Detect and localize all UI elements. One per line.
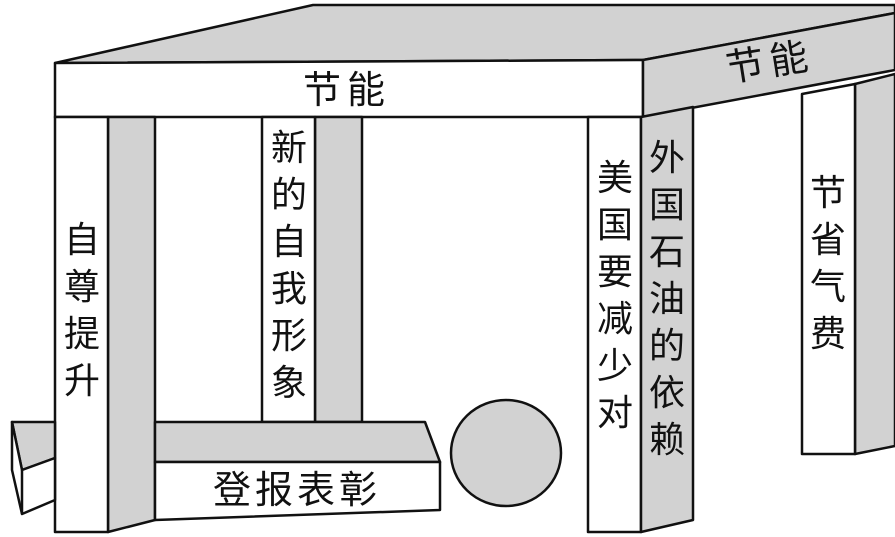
pillar-foreign-oil-side bbox=[639, 105, 695, 534]
ball-shape bbox=[449, 398, 563, 508]
base-block-label: 登报表彰 bbox=[213, 468, 381, 512]
base-block-top bbox=[153, 420, 442, 464]
pillar-save-gas-side bbox=[853, 72, 895, 456]
pillar-self-image-side bbox=[313, 115, 364, 424]
base-block-front bbox=[153, 460, 442, 522]
pillar-self-image: 新的自我形象 bbox=[260, 115, 364, 424]
pillar-us-reduce: 美国要减少对 bbox=[586, 115, 643, 534]
pillar-save-gas-label: 节省气费 bbox=[810, 173, 846, 355]
pillar-self-esteem-side bbox=[106, 115, 157, 534]
base-block: 登报表彰 bbox=[153, 420, 442, 522]
pillar-self-esteem-label: 自尊提升 bbox=[64, 220, 100, 402]
side-brick bbox=[10, 420, 57, 516]
beam-front-label: 节能 bbox=[303, 68, 391, 112]
pillar-save-gas: 节省气费 bbox=[800, 72, 895, 456]
beam-side-face bbox=[641, 11, 895, 119]
pillar-self-esteem-front bbox=[53, 115, 110, 534]
pillar-self-esteem: 自尊提升 bbox=[53, 115, 157, 534]
pillar-save-gas-front bbox=[800, 82, 857, 456]
pillar-foreign-oil: 外国石油的依赖 bbox=[639, 105, 695, 534]
pillar-us-reduce-label: 美国要减少对 bbox=[597, 158, 633, 434]
pillar-self-image-label: 新的自我形象 bbox=[271, 128, 307, 404]
beam: 节能 节能 bbox=[53, 3, 895, 119]
pillar-foreign-oil-label: 外国石油的依赖 bbox=[649, 138, 685, 461]
